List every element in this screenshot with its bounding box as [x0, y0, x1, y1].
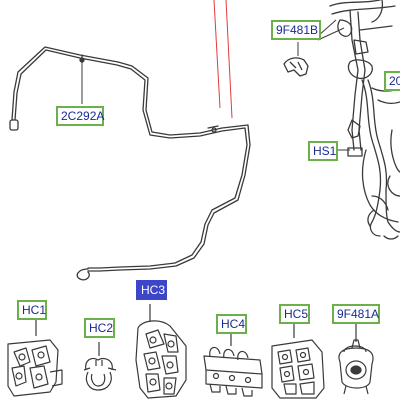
red-reference-lines — [213, 0, 233, 119]
part-hc3 — [135, 304, 187, 399]
brake-pipe-2c292a — [9, 46, 251, 281]
part-label-hc4[interactable]: HC4 — [216, 314, 247, 334]
hose-assembly-right — [329, 0, 400, 240]
part-hc5 — [271, 324, 325, 399]
part-label-hs1[interactable]: HS1 — [308, 141, 338, 161]
part-hc2 — [83, 342, 117, 391]
part-hc1 — [7, 320, 63, 397]
part-label-20[interactable]: 20 — [384, 71, 400, 91]
part-9f481a — [338, 324, 374, 395]
part-hc4 — [203, 334, 263, 397]
part-label-hc1[interactable]: HC1 — [17, 300, 47, 320]
part-label-hc3-selected[interactable]: HC3 — [136, 280, 167, 300]
leader-lines-right — [297, 19, 350, 151]
part-label-hc2[interactable]: HC2 — [84, 318, 115, 338]
part-label-9f481a[interactable]: 9F481A — [332, 304, 380, 324]
part-label-hc5[interactable]: HC5 — [279, 304, 310, 324]
clip-9f481b — [283, 57, 309, 77]
part-label-9f481b[interactable]: 9F481B — [271, 20, 321, 40]
part-label-2c292a[interactable]: 2C292A — [56, 106, 104, 126]
